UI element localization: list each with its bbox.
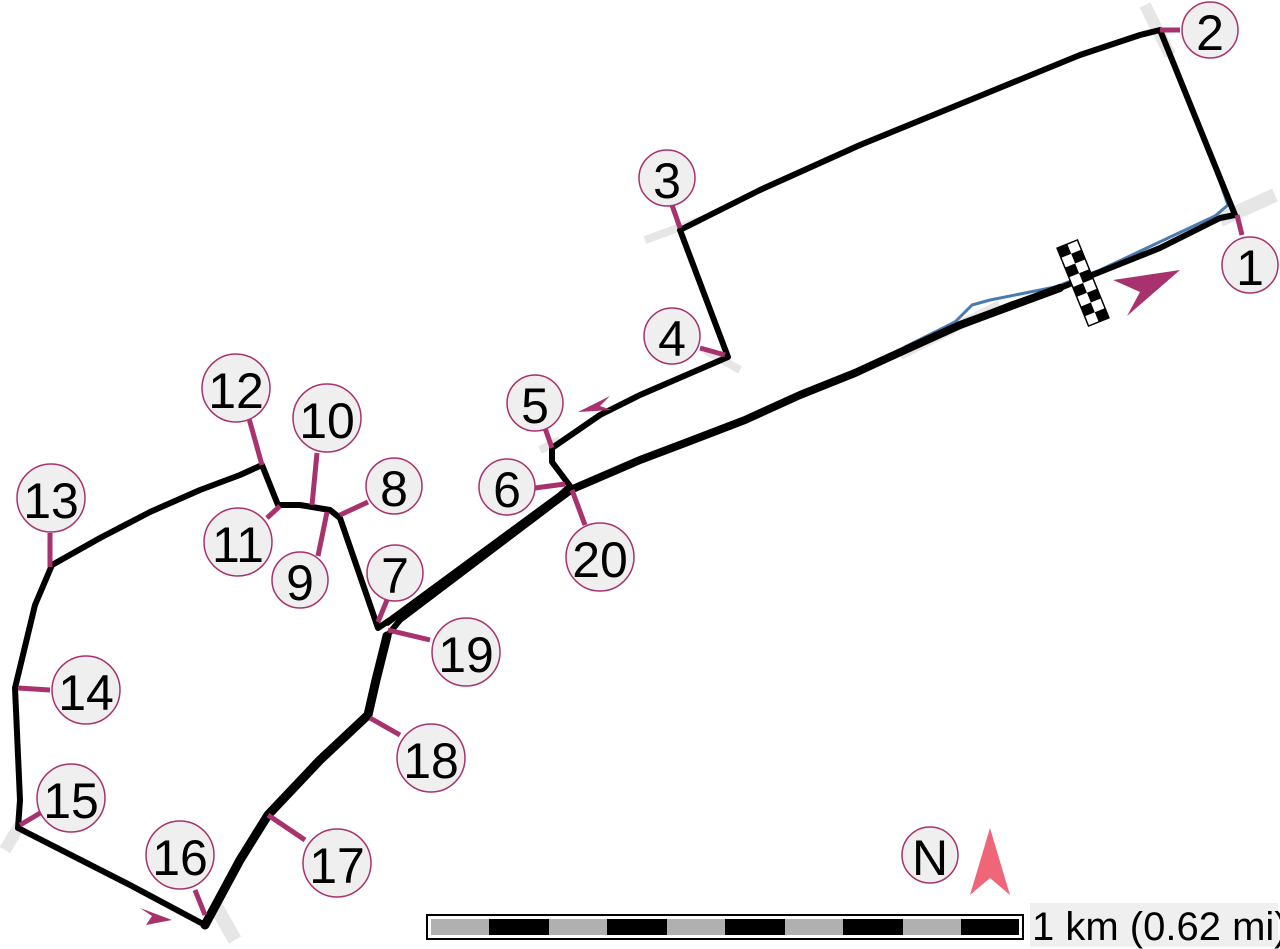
svg-text:7: 7 <box>381 548 409 604</box>
corner-18: 18 <box>396 723 466 793</box>
corner-17: 17 <box>302 828 372 898</box>
north-indicator: N <box>901 826 1010 895</box>
svg-text:11: 11 <box>212 517 264 573</box>
corner-19: 19 <box>431 617 501 687</box>
corner-11: 11 <box>203 507 273 577</box>
svg-text:18: 18 <box>403 733 459 789</box>
track <box>12 27 1238 930</box>
svg-text:2: 2 <box>1196 5 1224 61</box>
svg-text:3: 3 <box>653 153 681 209</box>
direction-arrow-icon <box>140 908 172 925</box>
svg-text:N: N <box>912 830 948 886</box>
svg-text:6: 6 <box>493 462 521 518</box>
direction-arrow-icon <box>578 396 612 412</box>
corner-13: 13 <box>16 463 86 533</box>
svg-text:19: 19 <box>438 627 494 683</box>
north-arrow-icon <box>970 828 1010 895</box>
corner-12: 12 <box>201 353 271 423</box>
corner-20: 20 <box>565 522 635 592</box>
corner-2: 2 <box>1181 1 1239 61</box>
svg-text:16: 16 <box>152 830 208 886</box>
svg-text:4: 4 <box>658 311 686 367</box>
svg-text:5: 5 <box>521 378 549 434</box>
corner-3: 3 <box>638 149 696 209</box>
corner-6: 6 <box>478 458 536 518</box>
direction-arrow-icon <box>1113 270 1180 316</box>
corner-15: 15 <box>36 763 106 833</box>
scale-bar: 1 km (0.62 mi) <box>426 903 1280 949</box>
svg-text:9: 9 <box>286 555 314 611</box>
corner-9: 9 <box>271 551 329 611</box>
svg-text:15: 15 <box>43 773 99 829</box>
corner-8: 8 <box>365 457 423 517</box>
corner-14: 14 <box>51 655 121 725</box>
svg-text:12: 12 <box>208 363 264 419</box>
corner-5: 5 <box>506 374 564 434</box>
corner-4: 4 <box>643 307 701 367</box>
svg-text:1: 1 <box>1236 240 1264 296</box>
scale-label: 1 km (0.62 mi) <box>1032 905 1280 949</box>
corner-16: 16 <box>145 820 215 890</box>
corner-1: 1 <box>1221 236 1279 296</box>
checkered-flag-icon <box>1056 238 1110 328</box>
svg-text:8: 8 <box>380 461 408 517</box>
corner-markers: 1 2 3 4 5 6 7 8 <box>16 1 1279 898</box>
svg-text:13: 13 <box>23 473 79 529</box>
svg-text:10: 10 <box>299 393 355 449</box>
corner-10: 10 <box>292 383 362 453</box>
corner-leaders <box>17 27 1245 916</box>
svg-text:20: 20 <box>572 532 628 588</box>
svg-text:14: 14 <box>58 665 114 721</box>
corner-7: 7 <box>366 544 424 604</box>
svg-text:17: 17 <box>309 838 365 894</box>
